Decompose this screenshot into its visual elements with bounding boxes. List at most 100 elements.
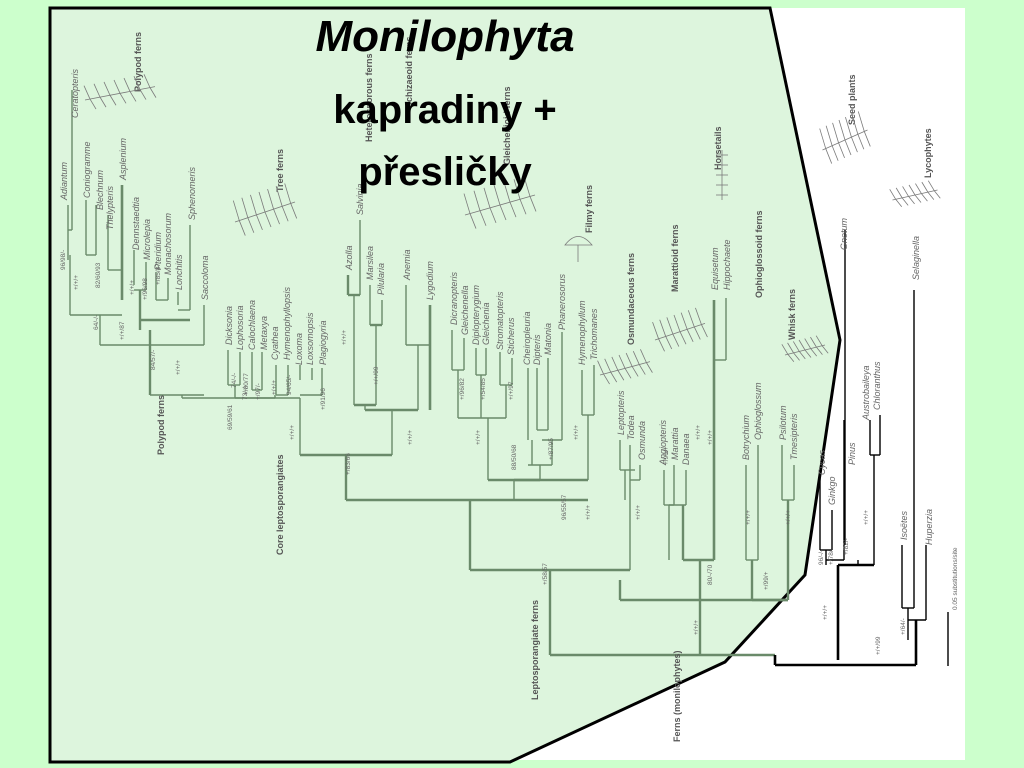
group-label-lycophytes: Lycophytes [923,128,933,178]
group-label-marattioid: Marattioid ferns [670,224,680,292]
support-values: 96/98/-+/+/+82/60/9364/-/-+/+/87+/+/++/9… [60,250,907,655]
support-value: +/+/+ [175,360,182,375]
seed-plant-illustration [819,111,871,164]
taxon-label-trichomanes: Trichomanes [589,308,599,360]
taxon-label-loxsomopsis: Loxsomopsis [305,312,315,365]
taxon-label-coniogramme: Coniogramme [82,141,92,198]
support-value: +/78/- [828,548,835,565]
horsetail-illustration [716,150,728,200]
support-value: +/+/+ [693,620,700,635]
support-value: +/64/- [900,618,907,635]
group-label-osmundaceous: Osmundaceous ferns [626,253,636,345]
support-value: +/+/+ [129,280,136,295]
taxon-label-monachosorum: Monachosorum [163,212,173,275]
group-label-horsetails: Horsetails [713,126,723,170]
taxon-label-todea: Todea [626,415,636,440]
lycophyte-illustration [889,180,941,208]
taxon-label-adiantum: Adiantum [59,161,69,201]
support-value: +/+/+ [695,425,702,440]
scale-bar: 0.05 substitutions/site [947,547,959,666]
taxon-label-thelypteris: Thelypteris [105,185,115,230]
psilotum-illustration [781,335,829,363]
support-value: +/80/77 [243,373,250,395]
taxon-label-austrobaileya: Austrobaileya [861,365,871,421]
osmunda-illustration [597,349,653,385]
taxon-label-stromatopteris: Stromatopteris [495,291,505,350]
support-value: +/91/96 [320,388,327,410]
support-value: +/+/+ [271,380,278,395]
support-value: +/+/+ [289,425,296,440]
tree-fern-illustration [232,183,298,236]
support-value: +/+/+ [475,430,482,445]
support-value: +/58/57 [542,563,549,585]
taxon-label-diplopterygium: Diplopterygium [471,284,481,345]
gleichenioid-illustration [463,176,537,229]
support-value: +/+/99 [373,366,380,385]
taxon-label-matonia: Matonia [543,323,553,355]
marattia-illustration [652,307,708,352]
support-value: +/+/+ [822,605,829,620]
monilophyta-highlight-region [48,6,842,764]
support-value: +/+/+ [407,430,414,445]
taxon-label-chloranthus: Chloranthus [872,361,882,410]
support-value: +/54/85 [480,378,487,400]
taxon-label-osmunda: Osmunda [637,421,647,460]
taxon-label-gleichenia: Gleichenia [481,302,491,345]
taxon-label-marsilea: Marsilea [365,246,375,280]
taxon-label-salvinia: Salvinia [355,183,365,215]
group-label-filmy-ferns: Filmy ferns [584,185,594,233]
group-label-ophioglossoid: Ophioglossoid ferns [754,210,764,298]
support-value: +/83/66 [345,453,352,475]
support-value: 96/98/- [60,250,67,270]
taxon-label-calochlaena: Calochlaena [247,300,257,350]
taxon-label-ginkgo: Ginkgo [827,476,837,505]
support-value: +/+/+ [573,425,580,440]
taxon-label-plagiogyria: Plagiogyria [318,320,328,365]
taxon-label-anemia: Anemia [402,249,412,281]
filmy-fern-illustration [564,236,593,262]
taxon-label-tmesipteris: Tmesipteris [789,413,799,460]
support-value: +/97/- [255,383,262,400]
support-value: +/+/+ [707,430,714,445]
taxon-label-pilularia: Pilularia [376,263,386,295]
support-value: 84/57/- [150,350,157,370]
group-label-lepto-ferns: Leptosporangiate ferns [530,600,540,700]
taxon-label-gleichenella: Gleichenella [460,285,470,335]
taxon-label-gnetum: Gnetum [839,217,849,250]
support-value: 64/-/- [93,315,100,330]
outgroup-branches [773,230,927,667]
support-value: +/+/99 [875,636,882,655]
support-value: 73/-/- [242,385,249,400]
taxon-label-loxoma: Loxoma [294,333,304,365]
group-label-gleichenioid: Gleichenioid ferns [502,86,512,165]
taxon-label-danaea: Danaea [681,433,691,465]
taxon-label-phanerosorus: Phanerosorus [557,273,567,330]
taxon-label-cycas: Cycas [817,449,827,475]
taxon-label-blechnum: Blechnum [95,169,105,210]
taxon-label-sticherus: Sticherus [506,317,516,355]
support-value: +/+/+ [73,275,80,290]
taxon-label-sphenomeris: Sphenomeris [187,166,197,220]
taxon-label-angiopteris: Angiopteris [658,419,668,466]
support-value: +/+/+ [863,510,870,525]
taxon-label-hippochaete: Hippochaete [722,239,732,290]
taxon-label-lygodium: Lygodium [425,261,435,300]
support-value: +/99/+ [763,571,770,590]
group-label-polypod-ferns-bottom: Polypod ferns [156,395,166,455]
taxon-label-cheiropleuria: Cheiropleuria [522,311,532,365]
taxon-label-pinus: Pinus [847,442,857,465]
support-value: 96/-/- [818,550,825,565]
support-value: +/+/+ [341,330,348,345]
taxon-label-metaxya: Metaxya [259,316,269,350]
support-value: +/96/82 [459,378,466,400]
support-value: +/+/+ [785,510,792,525]
support-value: +/+/+ [745,510,752,525]
support-value: +/+/97 [508,381,515,400]
taxon-label-ophioglossum: Ophioglossum [753,382,763,440]
title-line-2: kapradiny + [333,88,557,132]
group-label-polypod-ferns-top: Polypod ferns [133,32,143,92]
